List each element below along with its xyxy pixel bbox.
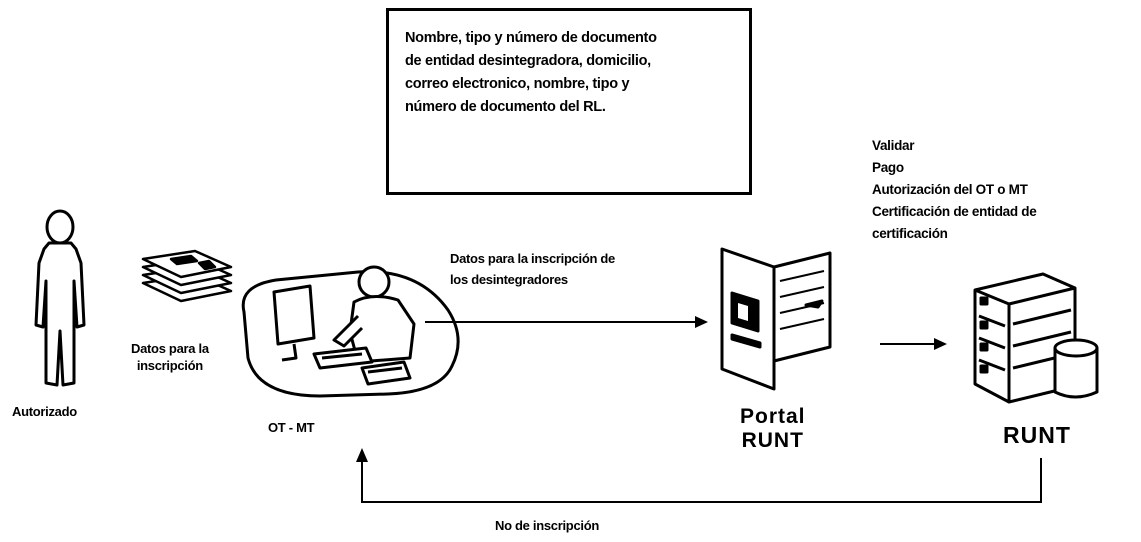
validation-list: Validar Pago Autorización del OT o MT Ce… [872, 135, 1037, 245]
autorizado-label: Autorizado [12, 404, 77, 419]
server-icon [973, 272, 1099, 404]
validation-heading: Validar [872, 138, 915, 153]
arrow-to-portal [425, 316, 708, 328]
datos-inscripcion-label: Datos para la inscripción [131, 340, 209, 374]
validation-item: Autorización del OT o MT [872, 182, 1028, 197]
datos-desintegradores-line: Datos para la inscripción de [450, 251, 615, 266]
portal-label: Portal RUNT [740, 405, 806, 453]
validation-item: Pago [872, 160, 904, 175]
no-inscripcion-label: No de inscripción [495, 518, 599, 533]
person-icon [34, 209, 86, 387]
note-line: número de documento del RL. [405, 99, 606, 115]
datos-desintegradores-line: los desintegradores [450, 272, 568, 287]
portal-icon [720, 247, 832, 391]
portal-line: Portal [740, 405, 806, 428]
datos-inscripcion-line: inscripción [136, 358, 203, 373]
documents-icon [141, 249, 233, 303]
ot-mt-label: OT - MT [268, 420, 315, 435]
operator-desk-icon [241, 265, 460, 398]
runt-label: RUNT [1003, 422, 1071, 448]
portal-line: RUNT [741, 429, 804, 452]
validation-item: Certificación de entidad de [872, 204, 1037, 219]
note-line: Nombre, tipo y número de documento [405, 30, 657, 46]
note-line: correo electronico, nombre, tipo y [405, 76, 630, 92]
info-note-box: Nombre, tipo y número de documento de en… [386, 8, 752, 195]
datos-inscripcion-line: Datos para la [131, 341, 209, 356]
note-text: Nombre, tipo y número de documento de en… [405, 27, 735, 119]
validation-item: certificación [872, 226, 948, 241]
arrow-to-runt [880, 338, 947, 350]
note-line: de entidad desintegradora, domicilio, [405, 53, 651, 69]
datos-desintegradores-label: Datos para la inscripción de los desinte… [450, 248, 615, 290]
return-arrow [356, 448, 1042, 503]
